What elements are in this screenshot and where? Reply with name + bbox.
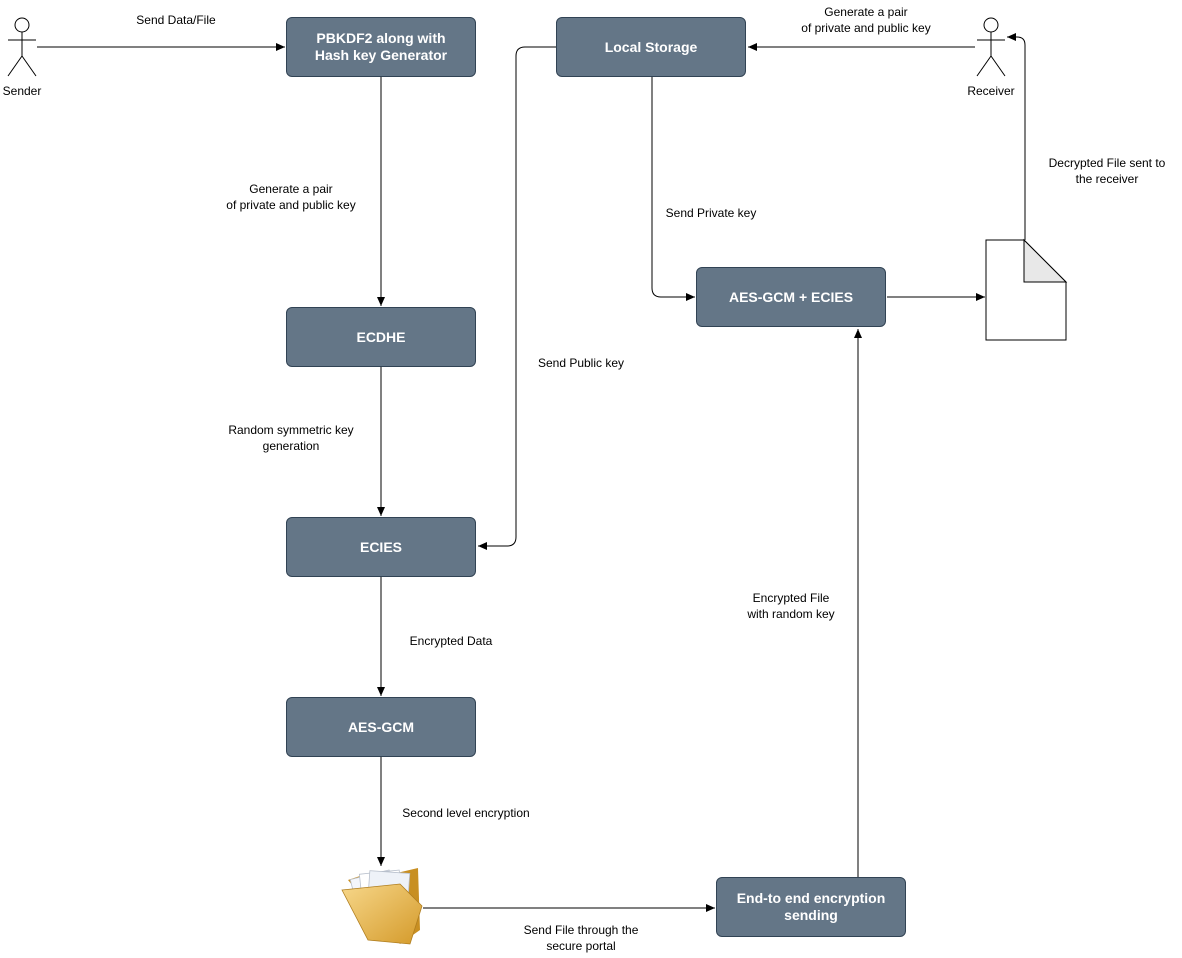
edge-label-random-symmetric: Random symmetric key generation xyxy=(228,423,354,453)
local-storage-label: Local Storage xyxy=(604,38,698,55)
e2e-sending-label: End-to end encryption sending xyxy=(736,890,886,923)
edge-label-send-file-portal: Send File through the secure portal xyxy=(523,923,639,953)
aes-gcm-label: AES-GCM xyxy=(347,718,415,735)
pbkdf2-label: PBKDF2 along with Hash key Generator xyxy=(314,30,448,63)
ecies-label: ECIES xyxy=(359,538,402,555)
ecies-node: ECIES xyxy=(286,517,476,577)
ecdhe-node: ECDHE xyxy=(286,307,476,367)
edge-label-send-public-key: Send Public key xyxy=(537,356,625,370)
edge-label-send-data-file: Send Data/File xyxy=(136,13,216,27)
sender-actor-icon xyxy=(7,17,37,77)
e2e-sending-node: End-to end encryption sending xyxy=(716,877,906,937)
local-storage-node: Local Storage xyxy=(556,17,746,77)
sender-label: Sender xyxy=(2,84,42,98)
edge-label-generate-pair-receiver: Generate a pair of private and public ke… xyxy=(801,5,931,35)
edge-label-second-level: Second level encryption xyxy=(402,806,530,820)
edge-local-storage-to-ecies xyxy=(478,46,556,550)
edge-document-to-receiver xyxy=(1007,33,1026,240)
folder-icon xyxy=(341,868,423,945)
ecdhe-label: ECDHE xyxy=(356,328,406,345)
aes-gcm-node: AES-GCM xyxy=(286,697,476,757)
edge-label-send-private-key: Send Private key xyxy=(665,206,757,220)
document-icon xyxy=(985,238,1068,341)
aes-gcm-ecies-node: AES-GCM + ECIES xyxy=(696,267,886,327)
edge-label-encrypted-file: Encrypted File with random key xyxy=(747,591,835,621)
edge-label-encrypted-data: Encrypted Data xyxy=(409,634,493,648)
aes-gcm-ecies-label: AES-GCM + ECIES xyxy=(728,288,854,305)
edge-label-generate-pair-sender: Generate a pair of private and public ke… xyxy=(226,182,356,212)
edge-label-decrypted-file: Decrypted File sent to the receiver xyxy=(1048,156,1166,186)
receiver-actor-icon xyxy=(976,17,1006,77)
edge-local-storage-to-aes-gcm-ecies xyxy=(651,77,695,301)
receiver-label: Receiver xyxy=(967,84,1015,98)
pbkdf2-node: PBKDF2 along with Hash key Generator xyxy=(286,17,476,77)
